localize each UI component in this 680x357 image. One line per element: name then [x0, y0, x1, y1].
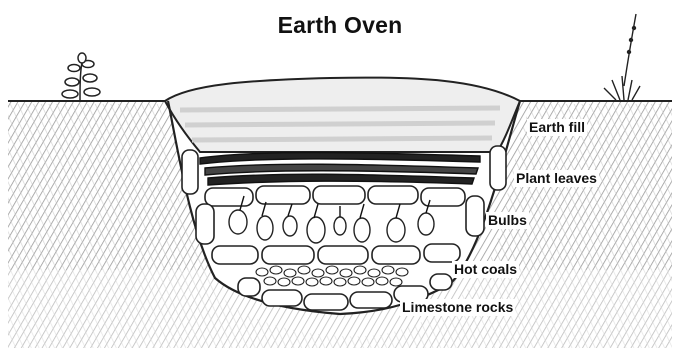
diagram-title: Earth Oven — [0, 12, 680, 39]
label-earth-fill: Earth fill — [527, 119, 587, 136]
label-bulbs: Bulbs — [486, 212, 529, 229]
plant-left — [62, 53, 100, 100]
label-plant-leaves: Plant leaves — [514, 170, 599, 187]
limestone-rocks-middle — [212, 244, 460, 264]
label-hot-coals: Hot coals — [452, 261, 519, 278]
plant-leaves-layer — [200, 153, 480, 186]
label-limestone-rocks: Limestone rocks — [400, 299, 515, 316]
